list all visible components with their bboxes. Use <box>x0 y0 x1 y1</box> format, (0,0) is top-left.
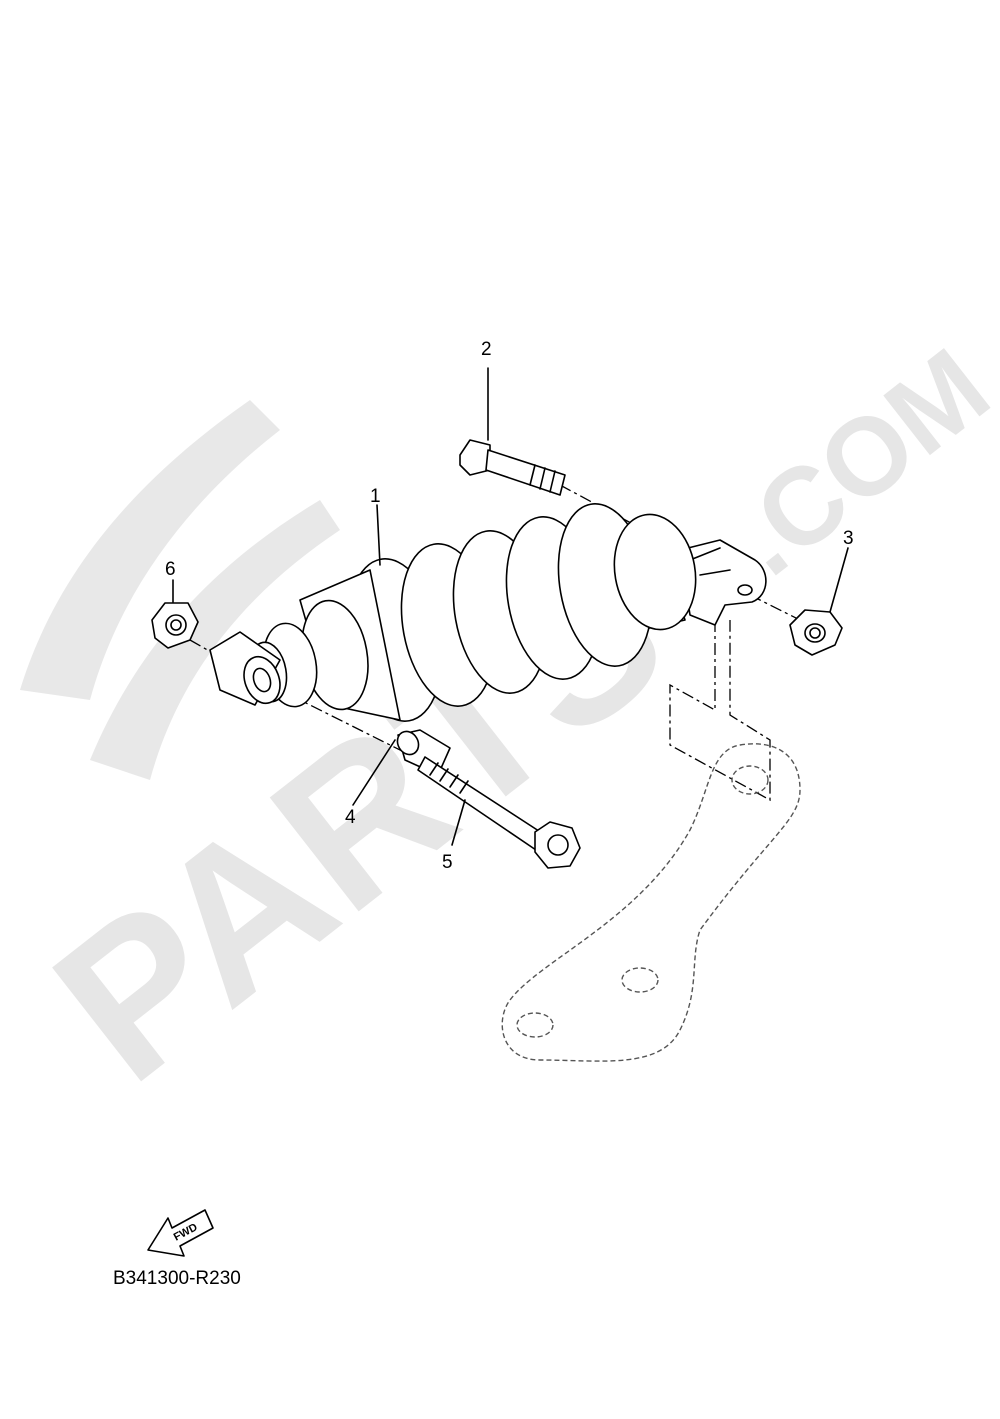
callout-4: 4 <box>345 807 356 828</box>
lower-bolt-part <box>417 756 581 869</box>
callout-3: 3 <box>843 528 854 549</box>
callout-labels: 2 1 3 6 4 5 <box>165 339 854 873</box>
callout-2: 2 <box>481 339 492 360</box>
lower-nut-part <box>151 602 199 649</box>
upper-nut-part <box>789 609 843 656</box>
shock-absorber-part <box>209 503 767 722</box>
callout-5: 5 <box>442 852 453 873</box>
upper-bolt-part <box>459 439 566 496</box>
fwd-arrow-icon: FWD <box>147 1209 214 1257</box>
callout-6: 6 <box>165 559 176 580</box>
link-arm-reference <box>501 743 801 1062</box>
callout-leaders <box>172 367 849 846</box>
callout-1: 1 <box>370 486 381 507</box>
watermark-logo-shape <box>20 400 340 780</box>
diagram-code: B341300-R230 <box>113 1268 241 1289</box>
